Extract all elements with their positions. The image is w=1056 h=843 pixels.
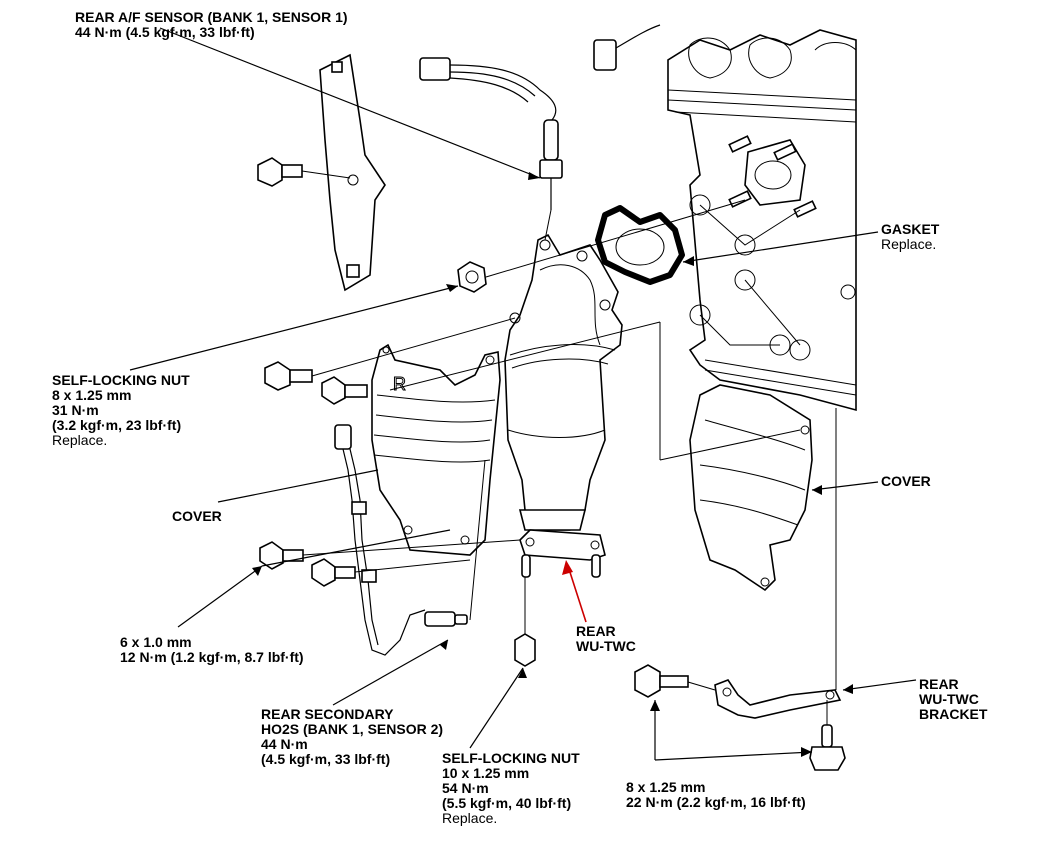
upper-nut-torque-alt: (3.2 kgf·m, 23 lbf·ft) (52, 417, 182, 433)
callout-gasket: GASKET Replace. (881, 222, 939, 252)
callout-rear-secondary-ho2s: REAR SECONDARY HO2S (BANK 1, SENSOR 2) 4… (261, 707, 443, 767)
lower-nut-label: SELF-LOCKING NUT (442, 750, 580, 766)
lower-nut-torque-alt: (5.5 kgf·m, 40 lbf·ft) (442, 795, 572, 811)
gasket-label: GASKET (881, 221, 940, 237)
callout-bolt-6mm: 6 x 1.0 mm 12 N·m (1.2 kgf·m, 8.7 lbf·ft… (120, 635, 304, 665)
bracket-bolt-torque: 22 N·m (2.2 kgf·m, 16 lbf·ft) (626, 794, 806, 810)
cover-marking-r: R (393, 374, 406, 394)
right-cover (689, 384, 813, 592)
engine-block (667, 29, 857, 412)
upper-nut-label: SELF-LOCKING NUT (52, 372, 190, 388)
callout-rear-wu-twc: REAR WU-TWC (576, 624, 636, 654)
upper-bracket (257, 53, 386, 292)
callout-cover-right: COVER (881, 474, 931, 489)
ho2s-torque: 44 N·m (261, 736, 308, 752)
upper-nut-torque: 31 N·m (52, 402, 99, 418)
upper-nut-note: Replace. (52, 432, 108, 448)
gasket-note: Replace. (881, 236, 937, 252)
lower-nut-note: Replace. (442, 810, 498, 826)
arrowheads (252, 172, 853, 757)
rear-af-sensor-torque: 44 N·m (4.5 kgf·m, 33 lbf·ft) (75, 24, 255, 40)
rear-af-sensor (539, 119, 563, 210)
bracket-bolt-size: 8 x 1.25 mm (626, 779, 706, 795)
rear-wu-twc-bracket (634, 664, 846, 771)
lower-self-locking-nut (514, 577, 536, 667)
lower-nut-size: 10 x 1.25 mm (442, 765, 530, 781)
left-cover (371, 343, 501, 556)
cover-left-label: COVER (172, 508, 222, 524)
cover-right-label: COVER (881, 473, 931, 489)
rear-wu-twc-converter (504, 233, 623, 578)
callout-cover-left: COVER (172, 509, 222, 524)
rear-secondary-ho2s (334, 424, 468, 656)
leader-lines (129, 27, 917, 761)
ho2s-torque-alt: (4.5 kgf·m, 33 lbf·ft) (261, 751, 391, 767)
callout-self-locking-nut-lower: SELF-LOCKING NUT 10 x 1.25 mm 54 N·m (5.… (442, 751, 580, 826)
bracket-label-2: WU-TWC (919, 691, 979, 707)
callout-self-locking-nut-upper: SELF-LOCKING NUT 8 x 1.25 mm 31 N·m (3.2… (52, 373, 190, 448)
callout-rear-af-sensor: REAR A/F SENSOR (BANK 1, SENSOR 1) 44 N·… (75, 10, 348, 40)
callout-bracket-bolt: 8 x 1.25 mm 22 N·m (2.2 kgf·m, 16 lbf·ft… (626, 780, 806, 810)
bolt-6mm-size: 6 x 1.0 mm (120, 634, 192, 650)
rear-wu-twc-line1: REAR (576, 623, 616, 639)
lower-nut-torque: 54 N·m (442, 780, 489, 796)
exhaust-gasket (595, 205, 685, 285)
af-sensor-connector (419, 24, 661, 121)
bracket-label-1: REAR (919, 676, 959, 692)
rear-wu-twc-highlight-arrow (562, 560, 587, 623)
ho2s-label-1: REAR SECONDARY (261, 706, 394, 722)
rear-wu-twc-line2: WU-TWC (576, 638, 636, 654)
bolt-6mm-torque: 12 N·m (1.2 kgf·m, 8.7 lbf·ft) (120, 649, 304, 665)
upper-nut-size: 8 x 1.25 mm (52, 387, 132, 403)
callout-rear-wu-twc-bracket: REAR WU-TWC BRACKET (919, 677, 987, 722)
rear-af-sensor-label: REAR A/F SENSOR (BANK 1, SENSOR 1) (75, 9, 348, 25)
ho2s-label-2: HO2S (BANK 1, SENSOR 2) (261, 721, 444, 737)
upper-self-locking-nut (457, 261, 487, 293)
bracket-label-3: BRACKET (919, 706, 988, 722)
cover-bolts-left (259, 361, 368, 587)
